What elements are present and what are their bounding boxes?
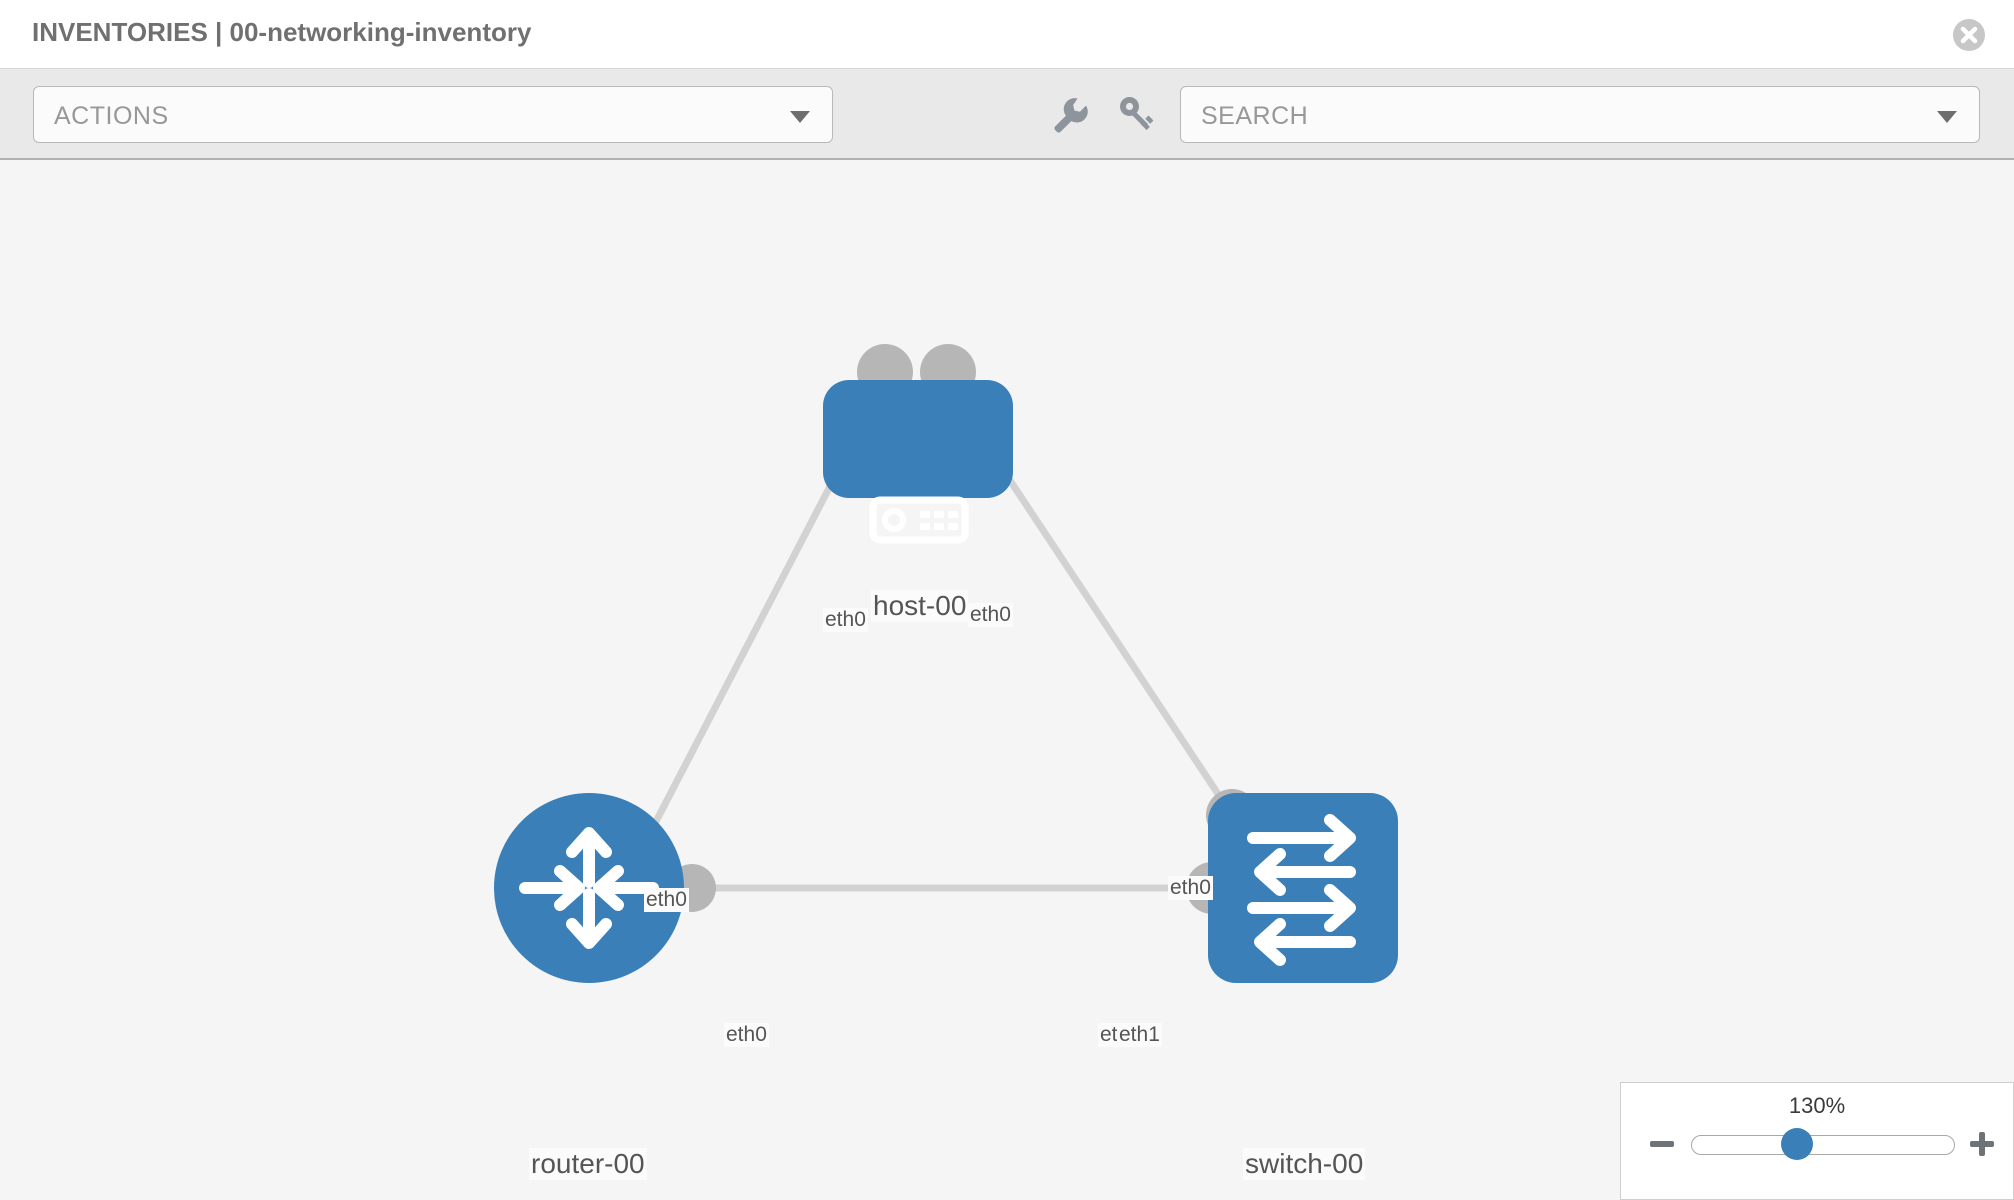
page-title: INVENTORIES | 00-networking-inventory — [32, 17, 532, 47]
chevron-down-icon — [790, 111, 810, 123]
zoom-slider-thumb[interactable] — [1781, 1128, 1813, 1160]
minus-icon[interactable] — [1647, 1129, 1677, 1159]
actions-dropdown-label: ACTIONS — [54, 102, 169, 130]
node-label-host: host-00 — [871, 590, 969, 622]
node-host-00[interactable] — [823, 380, 1013, 544]
server-icon — [869, 496, 969, 544]
iface-label: eth0 — [823, 608, 868, 632]
node-switch-00[interactable] — [1208, 793, 1398, 983]
node-label-router: router-00 — [529, 1148, 647, 1180]
iface-label: eth0 — [1168, 876, 1213, 900]
wrench-icon[interactable] — [1048, 93, 1090, 135]
iface-label: eth0 — [724, 1023, 769, 1047]
zoom-slider-track[interactable] — [1691, 1135, 1955, 1155]
node-router-00[interactable] — [494, 793, 684, 983]
zoom-level-label: 130% — [1788, 1093, 1846, 1118]
zoom-control: 130% — [1620, 1082, 2014, 1200]
toolbar: ACTIONS SEARCH — [0, 69, 2014, 160]
topology-graph — [494, 344, 1398, 983]
switch-arrows-icon — [1247, 814, 1356, 966]
chevron-down-icon — [1937, 111, 1957, 123]
iface-label: eth1 — [1117, 1023, 1162, 1047]
node-label-switch: switch-00 — [1243, 1148, 1366, 1180]
topology-canvas[interactable]: eth0 eth0 eth0 eth0 eth0 eth eth1 host-0… — [0, 160, 2014, 1200]
router-arrows-icon — [519, 827, 659, 949]
close-icon[interactable] — [1952, 18, 1986, 52]
plus-icon[interactable] — [1967, 1129, 1997, 1159]
actions-dropdown[interactable]: ACTIONS — [33, 86, 833, 143]
search-input[interactable]: SEARCH — [1180, 86, 1980, 143]
search-placeholder: SEARCH — [1201, 102, 1309, 130]
iface-label: eth0 — [968, 603, 1013, 627]
key-icon[interactable] — [1115, 93, 1157, 135]
page-header: INVENTORIES | 00-networking-inventory — [0, 0, 2014, 69]
iface-label: eth0 — [644, 888, 689, 912]
